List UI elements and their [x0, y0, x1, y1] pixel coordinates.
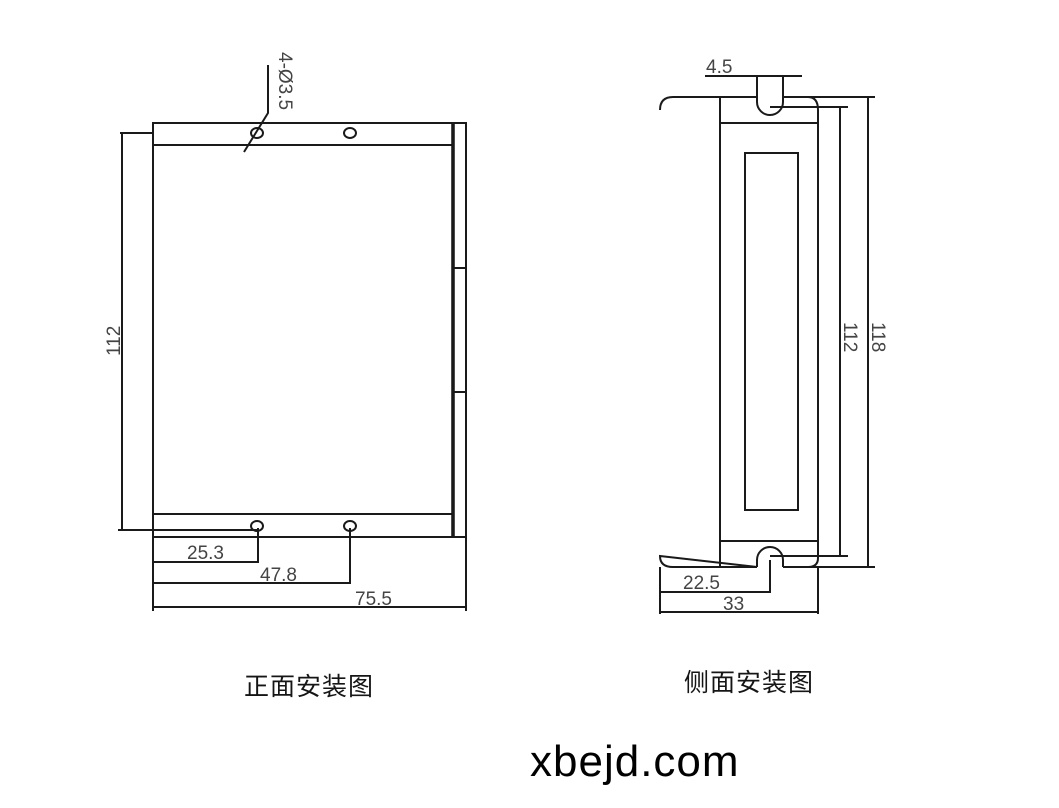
- side-top-slot: [756, 76, 784, 116]
- watermark-text: xbejd.com: [530, 737, 740, 786]
- front-view-caption: 正面安装图: [244, 672, 375, 701]
- side-view-caption: 侧面安装图: [684, 668, 815, 697]
- hole-spec-label: 4-Ø3.5: [274, 52, 295, 110]
- slot-offset-label: 22.5: [683, 573, 720, 594]
- side-inner-height-label: 112: [839, 322, 860, 352]
- dim-47-8-line: [153, 528, 351, 584]
- side-outer-height-label: 118: [867, 322, 888, 352]
- front-width-label: 75.5: [355, 589, 392, 610]
- hole2-offset-label: 47.8: [260, 565, 297, 586]
- front-hole-top-right: [343, 127, 357, 139]
- front-height-label: 112: [104, 326, 125, 356]
- front-view: 4-Ø3.5 112 25.3 47.8 75.5: [104, 52, 467, 611]
- dim-22-5-line: [660, 560, 771, 593]
- side-body-outline: [658, 96, 819, 568]
- front-heatsink-strip: [452, 122, 467, 538]
- side-view: 4.5 112 118 22.5 33: [658, 57, 888, 615]
- front-body-outline: [152, 122, 454, 538]
- hole1-offset-label: 25.3: [187, 543, 224, 564]
- dim-25-3-line: [153, 528, 259, 563]
- hole-callout-leader: [243, 65, 269, 153]
- front-hole-top-left: [250, 127, 264, 139]
- side-bottom-slot: [756, 546, 784, 567]
- slot-width-label: 4.5: [706, 57, 732, 78]
- side-width-label: 33: [723, 594, 744, 615]
- side-connector-window: [744, 152, 799, 511]
